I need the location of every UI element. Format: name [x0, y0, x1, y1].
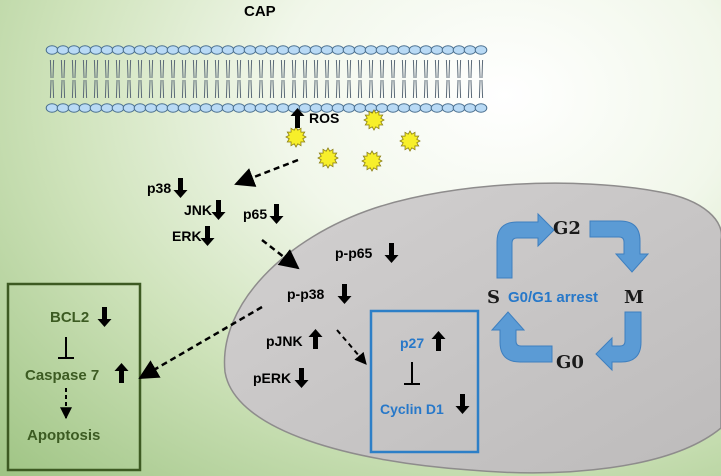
- cycle-arrow-icon: [490, 311, 553, 363]
- erk-label: ERK: [172, 228, 202, 244]
- ros-particles: [285, 109, 421, 172]
- pp38-to-p27-arrow: [336, 329, 367, 365]
- ros-particle-icon: [317, 147, 339, 169]
- down-arrow-icon: [384, 243, 399, 268]
- ros-label: ROS: [309, 110, 340, 126]
- cyclin-d1-label: Cyclin D1: [380, 401, 444, 417]
- up-arrow-icon: [431, 331, 446, 356]
- p65-to-pp38-arrow: [261, 239, 300, 270]
- arrest-label: G0/G1 arrest: [508, 289, 599, 306]
- ros-to-mapk-arrow: [234, 158, 299, 187]
- ros-particle-icon: [363, 109, 385, 131]
- pjnk-label: pJNK: [266, 333, 303, 349]
- inhibition-icon: [404, 362, 420, 385]
- p65-label: p65: [243, 206, 268, 222]
- down-arrow-icon: [269, 204, 284, 229]
- up-arrow-icon: [114, 363, 129, 388]
- inhibition-icon: [58, 337, 74, 359]
- jnk-label: JNK: [184, 202, 213, 218]
- cell-cycle-box: [369, 309, 480, 454]
- p38-label: p38: [147, 180, 172, 196]
- perk-label: pERK: [253, 370, 292, 386]
- up-arrow-icon: [290, 108, 305, 133]
- p-p65-label: p-p65: [335, 245, 373, 261]
- ros-particle-icon: [285, 126, 307, 148]
- cycle-arrow-icon: [496, 212, 555, 279]
- nucleus-ellipse: [223, 182, 721, 474]
- down-arrow-icon: [200, 226, 215, 251]
- membrane-icon: [45, 45, 488, 113]
- cycle-arrow-icon: [595, 311, 642, 372]
- bcl2-label: BCL2: [50, 309, 90, 326]
- p-p38-label: p-p38: [287, 286, 325, 302]
- down-arrow-icon: [211, 200, 226, 225]
- up-arrow-icon: [308, 329, 323, 354]
- g2-label: G2: [553, 218, 581, 239]
- down-arrow-icon: [455, 394, 470, 419]
- m-label: M: [624, 287, 644, 308]
- ros-particle-icon: [361, 150, 383, 172]
- ros-particle-icon: [399, 130, 421, 152]
- caspase7-label: Caspase 7: [25, 367, 100, 384]
- s-label: S: [487, 287, 500, 308]
- pp38-to-caspase-arrow: [138, 305, 263, 380]
- g0-label: G0: [556, 352, 584, 373]
- p27-label: p27: [400, 335, 425, 351]
- down-arrow-icon: [337, 284, 352, 309]
- cap-label: CAP: [244, 3, 276, 20]
- down-arrow-icon: [97, 307, 112, 332]
- cycle-arrow-icon: [589, 220, 650, 273]
- down-arrow-icon: [294, 368, 309, 393]
- down-arrow-icon: [173, 178, 188, 203]
- apoptosis-label: Apoptosis: [27, 427, 101, 444]
